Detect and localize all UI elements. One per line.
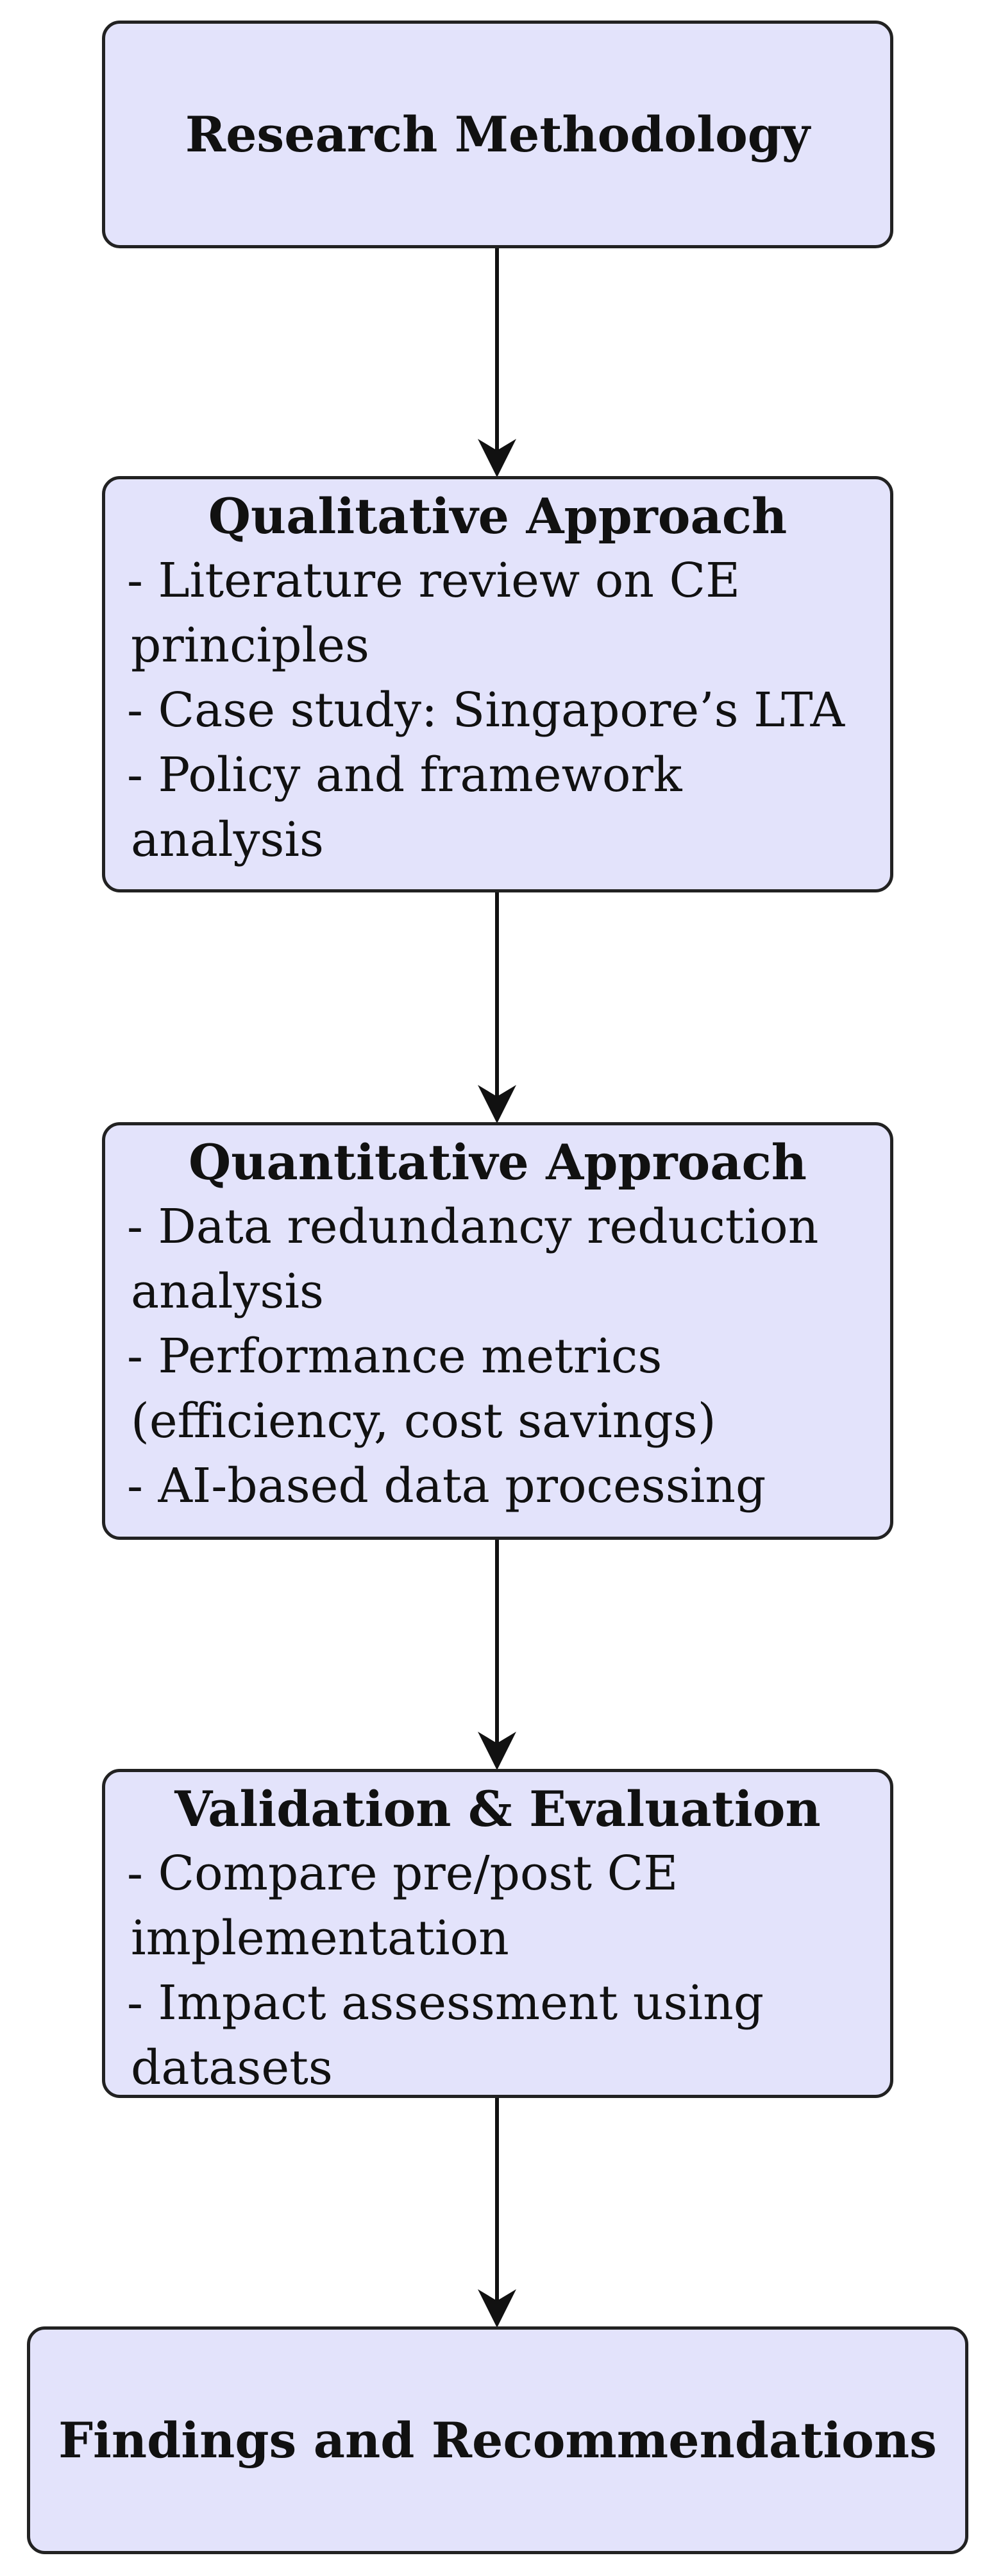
node-bullet-list: - Literature review on CE principles - C… bbox=[105, 549, 890, 873]
list-item: analysis bbox=[131, 1264, 324, 1319]
list-item: (efficiency, cost savings) bbox=[131, 1394, 716, 1449]
list-item: - Data redundancy reduction bbox=[127, 1199, 819, 1254]
list-item: analysis bbox=[131, 812, 324, 867]
node-title: Research Methodology bbox=[185, 105, 811, 163]
list-item: - Performance metrics bbox=[127, 1329, 662, 1384]
node-quantitative-approach: Quantitative Approach - Data redundancy … bbox=[102, 1122, 893, 1540]
node-title: Findings and Recommendations bbox=[58, 2411, 937, 2469]
node-title: Validation & Evaluation bbox=[174, 1780, 821, 1838]
node-bullet-list: - Compare pre/post CE implementation - I… bbox=[105, 1841, 890, 2101]
node-title: Qualitative Approach bbox=[208, 488, 788, 545]
list-item: - Literature review on CE bbox=[127, 553, 741, 608]
list-item: datasets bbox=[131, 2040, 333, 2095]
node-research-methodology: Research Methodology bbox=[102, 21, 893, 248]
list-item: - Policy and framework bbox=[127, 747, 682, 803]
node-findings-recommendations: Findings and Recommendations bbox=[27, 2326, 968, 2554]
node-validation-evaluation: Validation & Evaluation - Compare pre/po… bbox=[102, 1769, 893, 2098]
list-item: implementation bbox=[131, 1911, 509, 1966]
node-title: Quantitative Approach bbox=[189, 1134, 807, 1191]
list-item: - Case study: Singapore’s LTA bbox=[127, 683, 845, 738]
node-bullet-list: - Data redundancy reduction analysis - P… bbox=[105, 1195, 890, 1519]
list-item: principles bbox=[131, 618, 369, 673]
list-item: - AI-based data processing bbox=[127, 1458, 766, 1514]
list-item: - Compare pre/post CE bbox=[127, 1846, 678, 1901]
node-qualitative-approach: Qualitative Approach - Literature review… bbox=[102, 476, 893, 892]
list-item: - Impact assessment using bbox=[127, 1975, 764, 2031]
